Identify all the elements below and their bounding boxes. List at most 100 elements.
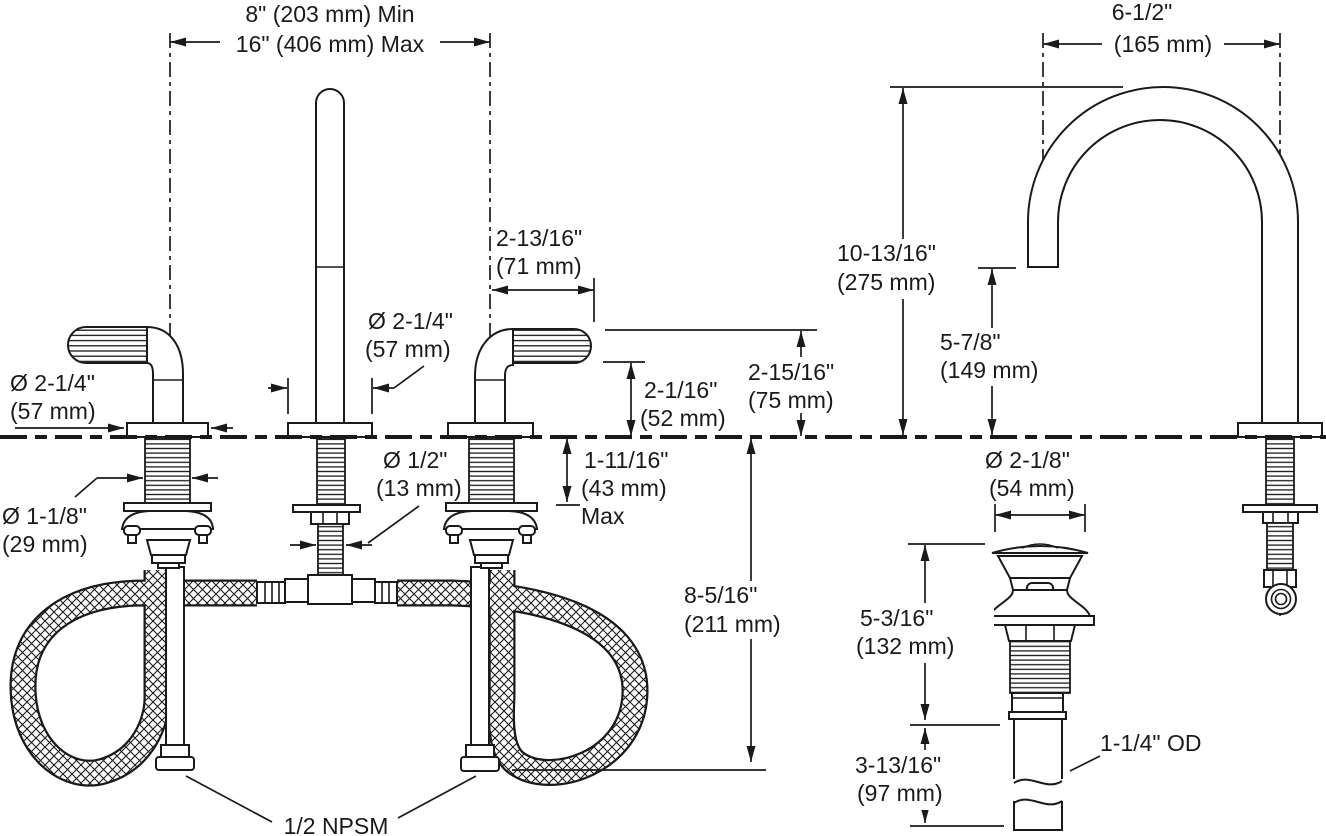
dim-drain-flange-dia-text: Ø 2-1/8" [985,447,1070,473]
dim-drain-upper-length: 5-3/16" (132 mm) [852,543,1000,726]
drain-ring-band [1008,711,1067,720]
dim-handle-top-height-text: 2-15/16" [748,359,834,385]
dim-tailpiece-od-text: 1-1/4" OD [1100,730,1201,756]
dim-handle-extent: 2-13/16" (71 mm) [492,225,595,322]
left-washer [123,502,212,512]
dim-drain-flange-dia: Ø 2-1/8" (54 mm) [985,447,1086,532]
gooseneck-spout [1027,86,1299,424]
drain-collar [1011,692,1064,713]
right-handle-lever [512,328,592,364]
dim-handle-shank-dia-text: Ø 1-1/8" [2,503,87,529]
side-view-spout [1027,86,1323,615]
dim-spout-height: 10-13/16" (275 mm) [833,86,1123,435]
tee-ferrule-right [374,581,398,604]
right-valve-step [474,554,509,564]
right-screw-stem-1 [449,534,459,544]
dim-tailpiece-length: 3-13/16" (97 mm) [851,728,1004,827]
right-washer [445,502,538,512]
spout-washer [292,504,361,513]
right-screw-head-2 [518,525,536,536]
drain-deck-flange [985,615,1095,626]
right-braided-hose [397,570,647,784]
riser-shank-threads [1265,438,1295,506]
left-handle-escutcheon [126,422,209,438]
left-supply-nut [155,756,195,771]
riser-lower-threads [1266,522,1294,571]
drain-flange-rim [991,545,1089,554]
dim-deck-thickness-text: 1-11/16" [584,447,668,473]
dim-handle-grip-height-text: 2-1/16" [644,377,717,403]
right-supply-fitting [465,744,495,758]
right-handle-assembly [442,327,592,569]
dim-deck-thickness-mm-text: (43 mm) [581,475,667,501]
left-handle-assembly [67,325,215,569]
left-mounting-dome [120,510,215,530]
riser-hose-end-mid [1270,588,1292,610]
dim-spout-reach-mm-text: (165 mm) [1114,31,1212,57]
drain-flange-cone [996,555,1084,579]
left-screw-stem-2 [198,534,208,544]
dim-faucet-spread: 8" (203 mm) Min 16" (406 mm) Max [170,1,490,58]
right-valve-connector [480,562,503,569]
dim-outlet-height-text: 5-7/8" [940,329,1001,355]
dim-handle-escutcheon-dia: Ø 2-1/4" (57 mm) [10,370,233,433]
dim-handle-heights: 2-1/16" (52 mm) 2-15/16" (75 mm) [603,329,838,436]
right-screw-stem-2 [522,534,532,544]
left-screw-head-2 [194,525,212,536]
right-supply-tube [470,566,490,746]
dim-spout-shank-dia-text: Ø 1/2" [383,447,447,473]
dim-handle-shank-dia: Ø 1-1/8" (29 mm) [2,473,218,557]
dim-handle-shank-dia-mm-text: (29 mm) [2,531,88,557]
riser-mounting-nut [1262,511,1299,524]
tee-nut-left [284,578,309,603]
dim-outlet-height: 5-7/8" (149 mm) [936,267,1061,435]
right-screw-head-1 [445,525,463,536]
center-spout-assembly [256,88,398,605]
tee-ferrule-left [256,581,286,604]
dim-spout-escutcheon-dia: Ø 2-1/4" (57 mm) [268,308,453,414]
supply-hoses [9,570,649,787]
left-handle-elbow [146,325,184,424]
right-handle-shank-threads [468,438,515,505]
drain-assembly [985,543,1095,831]
dim-spout-shank-dia: Ø 1/2" (13 mm) [290,447,462,550]
dim-supply-length-text: 8-5/16" [684,582,757,608]
dim-spout-height-text: 10-13/16" [837,240,936,266]
drain-popup-dome [1021,543,1059,549]
drain-tailpiece [1013,719,1063,831]
dim-deck-thickness: 1-11/16" (43 mm) Max [556,438,668,529]
dim-spout-height-mm-text: (275 mm) [837,269,935,295]
dim-spout-reach: 6-1/2" (165 mm) [1043,0,1280,58]
dim-supply-thread-text: 1/2 NPSM [284,813,389,836]
dim-supply-length: 8-5/16" (211 mm) [512,438,806,771]
tee-nut-right [351,578,376,603]
riser-escutcheon [1237,422,1323,438]
dim-handle-extent-mm-text: (71 mm) [496,253,582,279]
right-mounting-dome [442,510,539,530]
dim-tailpiece-length-text: 3-13/16" [855,752,941,778]
dim-handle-extent-text: 2-13/16" [496,225,582,251]
dim-tailpiece-od: 1-1/4" OD [1069,730,1201,772]
left-valve-connector [157,562,180,569]
dim-supply-length-mm-text: (211 mm) [684,611,781,637]
drain-locknut [1003,624,1077,642]
right-valve-body [468,539,515,556]
dim-drain-upper-length-text: 5-3/16" [860,605,933,631]
spout-escutcheon [287,422,373,438]
dim-tailpiece-length-mm-text: (97 mm) [857,780,943,806]
dim-outlet-height-mm-text: (149 mm) [940,357,1038,383]
left-supply-fitting [160,744,190,758]
dimensions: 8" (203 mm) Min 16" (406 mm) Max Ø 2-1/4… [2,0,1280,836]
dim-supply-thread: 1/2 NPSM [185,775,477,836]
riser-washer [1242,504,1318,513]
left-screw-stem-1 [127,534,137,544]
right-handle-escutcheon [447,422,534,438]
left-valve-step [151,554,186,564]
dim-spout-escutcheon-dia-mm-text: (57 mm) [365,336,451,362]
left-handle-shank-threads [144,438,191,505]
dim-drain-flange-dia-mm-text: (54 mm) [989,475,1075,501]
right-handle-elbow [474,327,514,424]
dim-spread-max-text: 16" (406 mm) Max [236,31,425,57]
